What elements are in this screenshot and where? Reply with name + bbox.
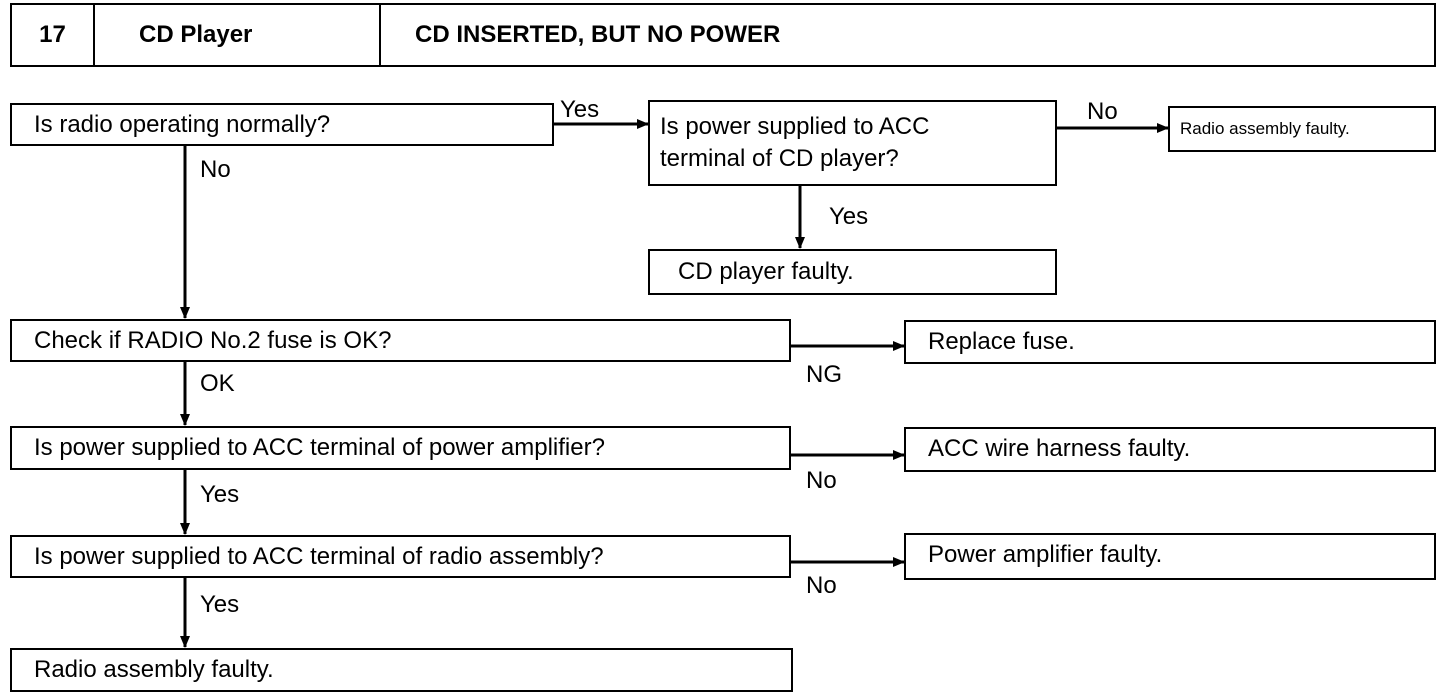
- node-text: CD player faulty.: [678, 258, 854, 285]
- node-text: Is power supplied to ACC terminal of rad…: [34, 542, 604, 570]
- header-number: 17: [12, 5, 95, 65]
- node-text: Is power supplied to ACC terminal of pow…: [34, 434, 605, 461]
- node-text: Radio assembly faulty.: [34, 656, 274, 683]
- node-power-amp-faulty: Power amplifier faulty.: [904, 533, 1436, 580]
- header-symptom: CD INSERTED, BUT NO POWER: [415, 21, 781, 48]
- label-ok-fuse: OK: [200, 370, 235, 397]
- node-radio-faulty-small: Radio assembly faulty.: [1168, 106, 1436, 152]
- node-radio-assembly-faulty: Radio assembly faulty.: [10, 648, 793, 692]
- header-system: CD Player: [95, 5, 381, 65]
- node-cd-player-faulty: CD player faulty.: [648, 249, 1057, 295]
- node-text: Radio assembly faulty.: [1180, 119, 1350, 138]
- node-text: Is radio operating normally?: [34, 110, 331, 138]
- label-no-cd: No: [1087, 98, 1118, 125]
- node-is-power-to-cd: Is power supplied to ACC terminal of CD …: [648, 100, 1057, 186]
- node-text-line1: Is power supplied to ACC: [660, 113, 930, 140]
- node-text: Power amplifier faulty.: [928, 541, 1163, 568]
- node-is-power-to-radio: Is power supplied to ACC terminal of rad…: [10, 535, 791, 578]
- label-ng-fuse: NG: [806, 361, 842, 388]
- node-text: Replace fuse.: [928, 328, 1075, 355]
- node-acc-harness-faulty: ACC wire harness faulty.: [904, 427, 1436, 472]
- node-text: Check if RADIO No.2 fuse is OK?: [34, 326, 392, 354]
- label-yes-cd: Yes: [829, 203, 869, 230]
- node-is-radio-operating: Is radio operating normally?: [10, 103, 554, 146]
- label-yes-radio-power: Yes: [200, 591, 240, 618]
- label-no-radio-power: No: [806, 572, 837, 599]
- label-no-radio: No: [200, 156, 231, 183]
- node-text: ACC wire harness faulty.: [928, 435, 1191, 462]
- label-no-amp: No: [806, 467, 837, 494]
- node-replace-fuse: Replace fuse.: [904, 320, 1436, 364]
- label-yes-amp: Yes: [200, 481, 240, 508]
- label-yes-radio: Yes: [560, 96, 600, 123]
- node-check-fuse: Check if RADIO No.2 fuse is OK?: [10, 319, 791, 362]
- header-table: 17 CD Player CD INSERTED, BUT NO POWER: [10, 3, 1436, 67]
- node-is-power-to-amp: Is power supplied to ACC terminal of pow…: [10, 426, 791, 470]
- node-text-line2: terminal of CD player?: [660, 145, 899, 172]
